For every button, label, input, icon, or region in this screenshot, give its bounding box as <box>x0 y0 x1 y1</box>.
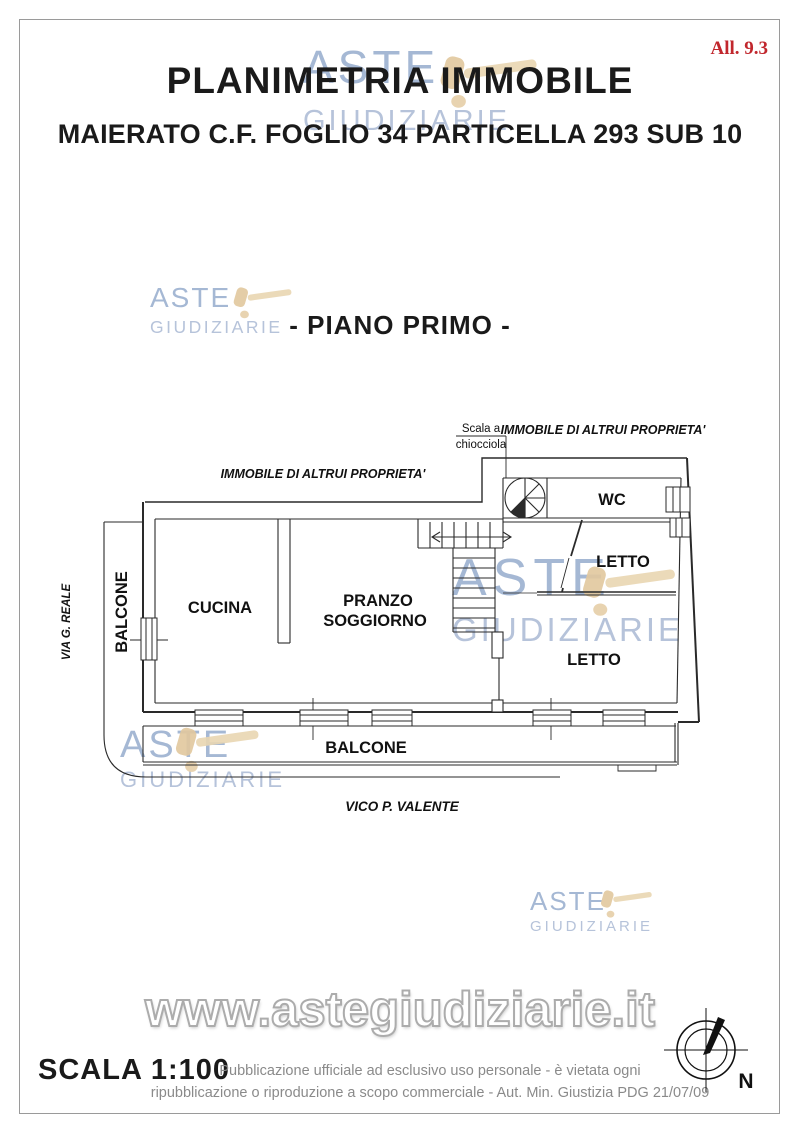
room-label-dining: PRANZO <box>343 592 413 610</box>
neighbor-property-label-left: IMMOBILE DI ALTRUI PROPRIETA' <box>221 467 427 481</box>
url-watermark: www.astegiudiziarie.it <box>144 982 656 1038</box>
floor-label: - PIANO PRIMO - <box>289 310 511 340</box>
brand-watermark-text: GIUDIZIARIE <box>530 918 654 935</box>
north-needle <box>703 1017 725 1055</box>
page-border <box>19 19 780 1114</box>
brand-watermark: ASTE GIUDIZIARIE <box>303 44 510 136</box>
spiral-stair-label: Scala a <box>462 423 501 435</box>
room-label-wc: WC <box>598 491 626 509</box>
brand-watermark: ASTE GIUDIZIARIE <box>530 888 653 934</box>
room-label-bedroom-upper: LETTO <box>596 553 650 571</box>
disclaimer-line: Pubblicazione ufficiale ad esclusivo uso… <box>219 1063 641 1079</box>
street-label-bottom: VICO P. VALENTE <box>345 799 460 814</box>
page-subtitle: MAIERATO C.F. FOGLIO 34 PARTICELLA 293 S… <box>57 119 743 149</box>
spiral-stair-label: chiocciola <box>456 439 507 451</box>
brand-watermark-text: GIUDIZIARIE <box>150 317 283 337</box>
brand-watermark: ASTE GIUDIZIARIE <box>150 284 283 337</box>
room-label-kitchen: CUCINA <box>188 599 252 617</box>
room-label-bedroom-lower: LETTO <box>567 651 621 669</box>
attachment-label: All. 9.3 <box>710 38 768 59</box>
brand-watermark-text: ASTE <box>530 886 606 916</box>
floor-plan-walls <box>103 435 700 778</box>
floor-plan-labels: IMMOBILE DI ALTRUI PROPRIETA' IMMOBILE D… <box>61 423 706 814</box>
floor-plan-windows <box>140 486 691 727</box>
spiral-staircase <box>504 477 546 519</box>
room-label-dining: SOGGIORNO <box>323 612 427 630</box>
neighbor-property-label-top: IMMOBILE DI ALTRUI PROPRIETA' <box>501 423 707 437</box>
brand-watermark-text: GIUDIZIARIE <box>120 767 286 792</box>
compass-icon: N <box>664 1008 754 1093</box>
brand-watermark-text: ASTE <box>150 282 232 313</box>
disclaimer-line: ripubblicazione o riproduzione a scopo c… <box>150 1085 710 1101</box>
disclaimer-text: Pubblicazione ufficiale ad esclusivo uso… <box>130 1060 730 1104</box>
scale-label: SCALA 1:100 <box>38 1054 231 1086</box>
brand-watermark-text: ASTE <box>303 41 440 93</box>
balcony-label-left: BALCONE <box>113 571 131 653</box>
brand-watermark: ASTE GIUDIZIARIE <box>120 726 285 791</box>
page-title: PLANIMETRIA IMMOBILE <box>166 60 634 101</box>
compass-north-label: N <box>738 1070 753 1093</box>
street-label-left: VIA G. REALE <box>61 584 73 661</box>
balcony-label-bottom: BALCONE <box>325 739 407 757</box>
brand-watermark-text: GIUDIZIARIE <box>303 105 511 137</box>
